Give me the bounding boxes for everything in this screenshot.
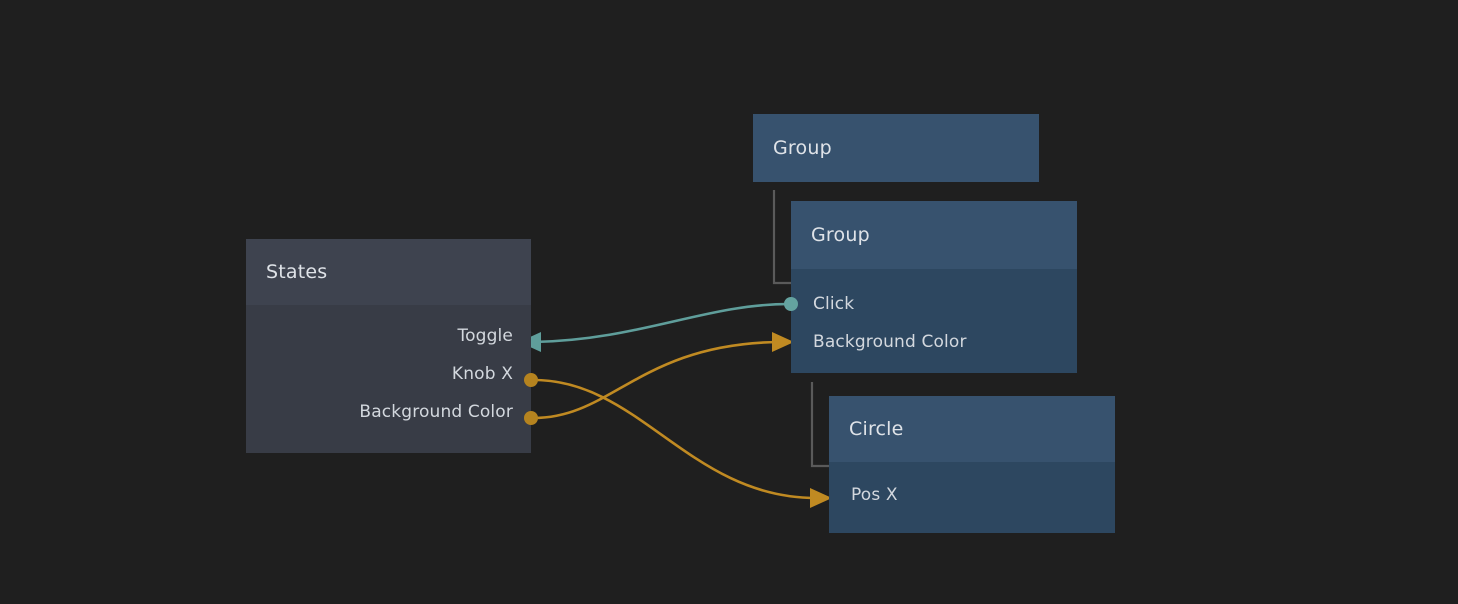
tree-link-group-child-to-circle — [810, 382, 829, 468]
node-group-child-title: Group — [811, 224, 870, 246]
port-dot-click[interactable] — [784, 297, 798, 311]
port-label-group-background-color: Background Color — [813, 332, 967, 352]
port-row-click[interactable]: Click — [791, 285, 1077, 323]
port-label-pos-x: Pos X — [851, 485, 898, 505]
node-circle-header[interactable]: Circle — [829, 396, 1115, 462]
node-group-root-title: Group — [773, 137, 832, 159]
tree-link-group-root-to-group-child — [772, 190, 791, 285]
node-group-child[interactable]: Group Click Background Color — [791, 201, 1077, 373]
wire-click-to-toggle — [532, 302, 791, 344]
node-group-child-body: Click Background Color — [791, 269, 1077, 373]
port-row-background-color[interactable]: Background Color — [246, 393, 531, 431]
port-label-background-color: Background Color — [359, 402, 513, 422]
port-row-group-background-color[interactable]: Background Color — [791, 323, 1077, 361]
port-row-pos-x[interactable]: Pos X — [829, 476, 1115, 514]
wire-bgcolor-to-bgcolor — [532, 340, 780, 420]
port-row-knob-x[interactable]: Knob X — [246, 355, 531, 393]
node-group-child-header[interactable]: Group — [791, 201, 1077, 269]
node-states-body: Toggle Knob X Background Color — [246, 305, 531, 453]
port-label-click: Click — [813, 294, 855, 314]
port-label-toggle: Toggle — [457, 326, 513, 346]
node-states-header[interactable]: States — [246, 239, 531, 305]
port-label-knob-x: Knob X — [451, 364, 513, 384]
node-states[interactable]: States Toggle Knob X Background Color — [246, 239, 531, 453]
port-dot-background-color-out[interactable] — [524, 411, 538, 425]
node-group-root-header[interactable]: Group — [753, 114, 1039, 182]
node-group-root[interactable]: Group — [753, 114, 1039, 182]
node-circle-title: Circle — [849, 418, 904, 440]
port-dot-knob-x[interactable] — [524, 373, 538, 387]
node-states-title: States — [266, 261, 328, 283]
port-row-toggle[interactable]: Toggle — [246, 317, 531, 355]
node-circle[interactable]: Circle Pos X — [829, 396, 1115, 533]
wire-knobx-to-posx — [532, 378, 818, 500]
node-circle-body: Pos X — [829, 462, 1115, 533]
